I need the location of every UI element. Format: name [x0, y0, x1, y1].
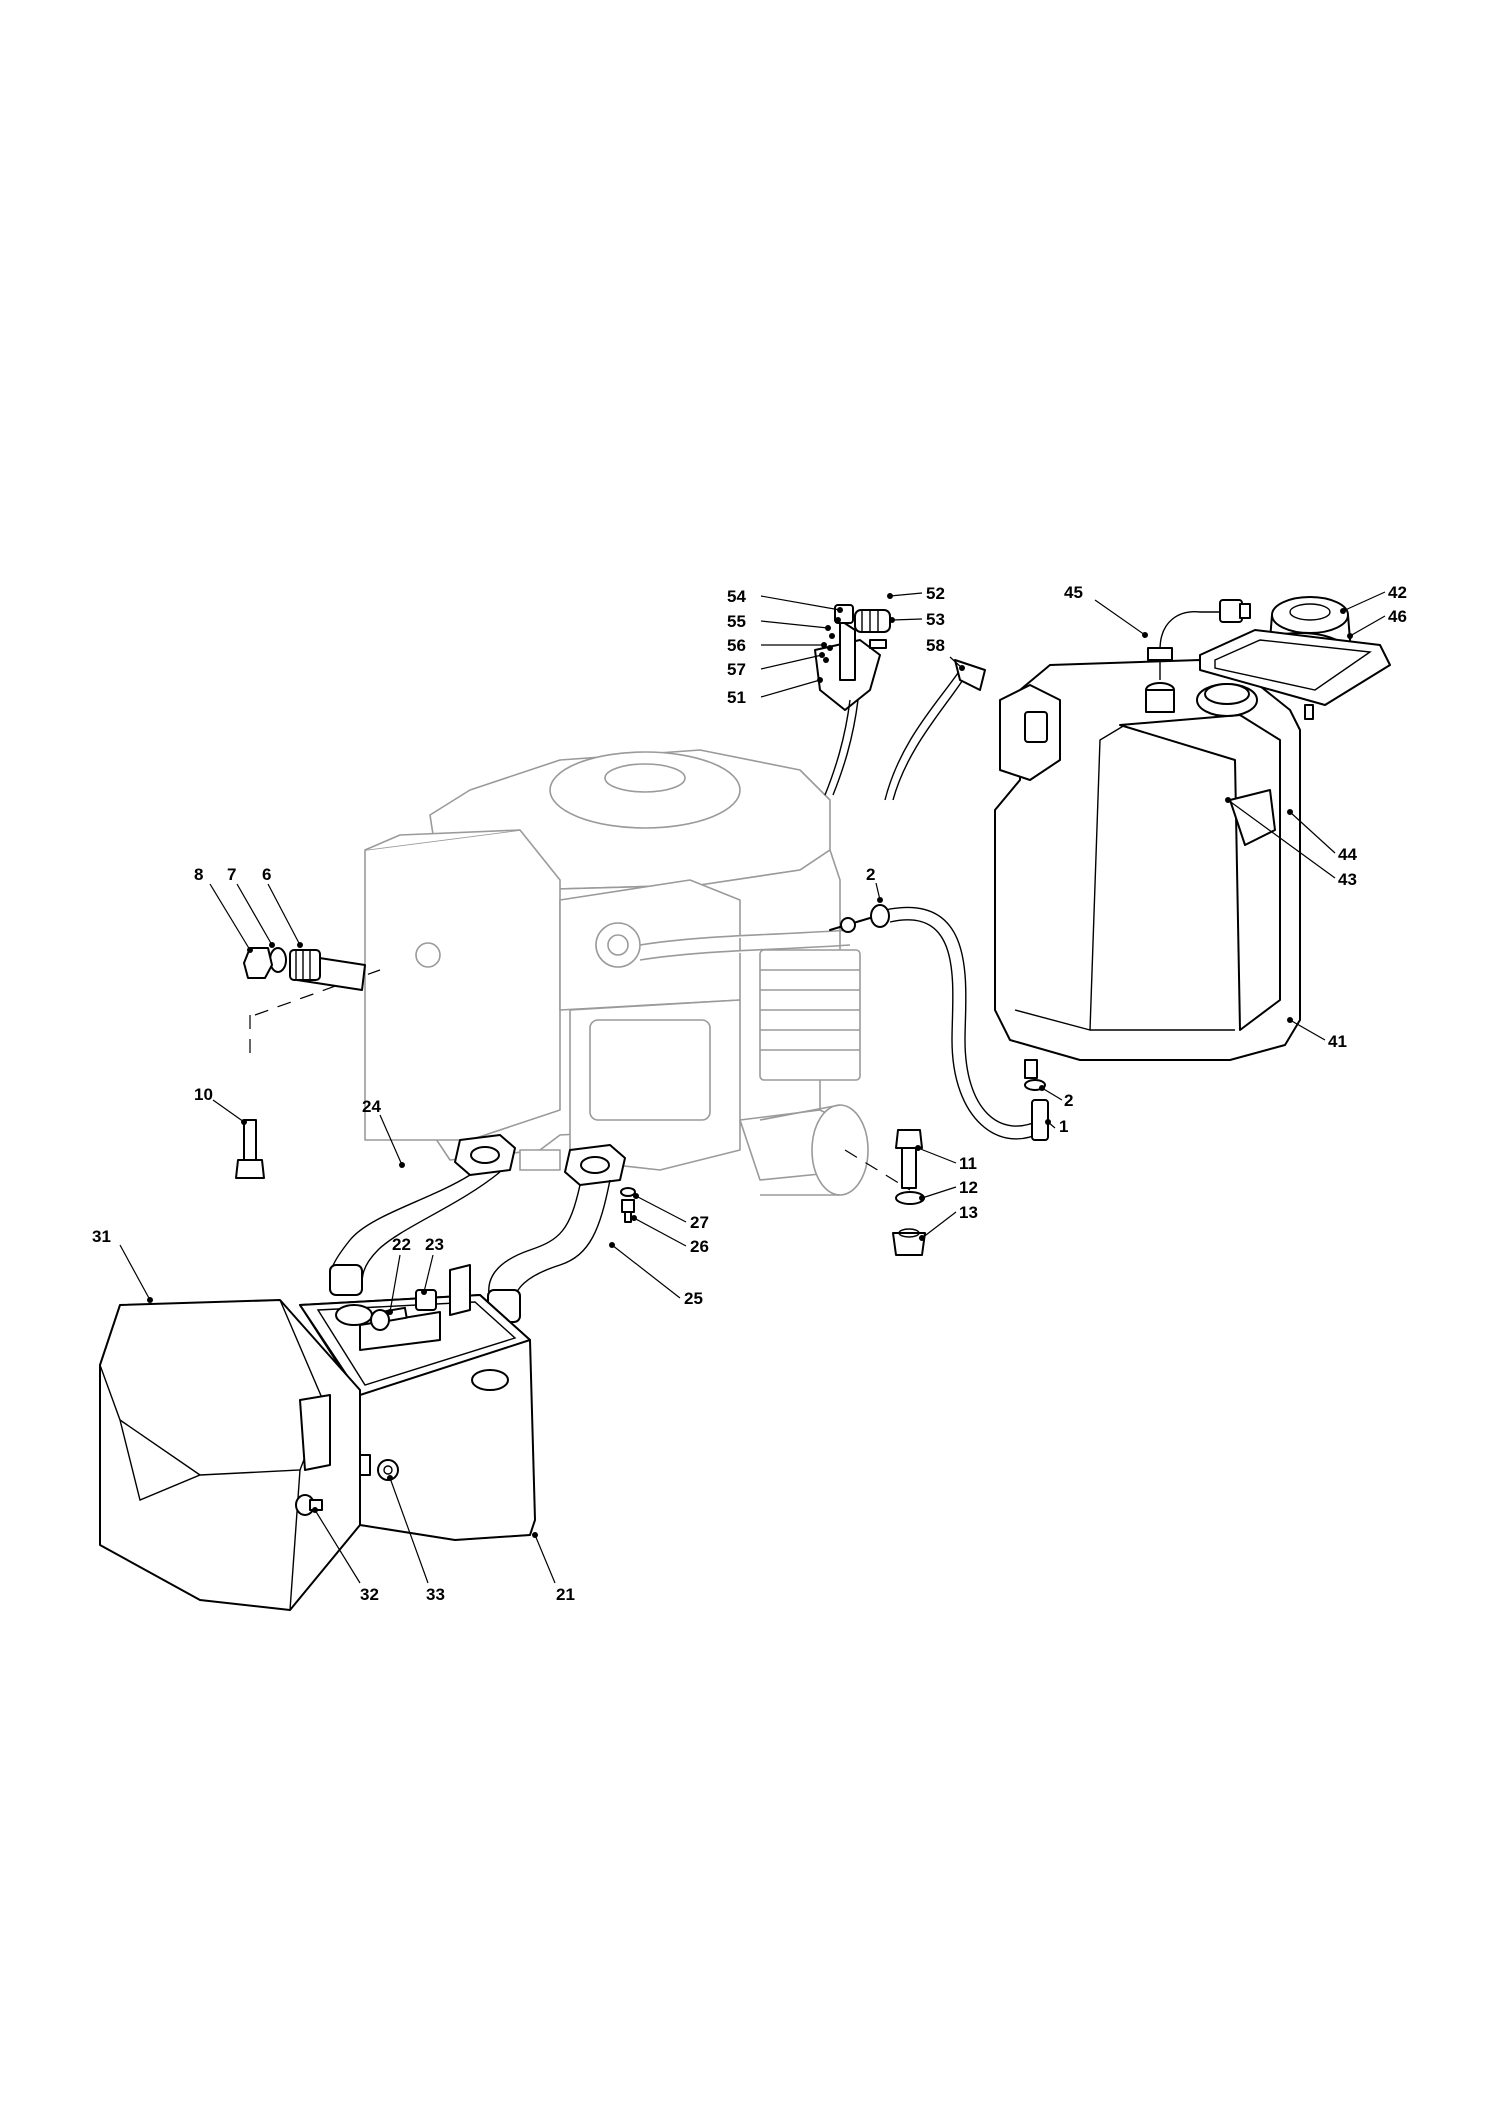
callout-53: 53: [926, 610, 945, 629]
fuel-tap-assembly: [814, 604, 986, 801]
exhaust-pipe-25: [487, 1144, 626, 1323]
bolt-22: [370, 1306, 408, 1331]
callout-numbers: 54 55 56 57 51 52 53 58 45 42 46 44 43 4…: [92, 583, 1407, 1604]
tie-rod-6-7-8: [243, 947, 366, 991]
fuel-sender-45: [1147, 599, 1251, 680]
callout-12: 12: [959, 1178, 978, 1197]
fuel-tank-41: [994, 659, 1301, 1091]
exhaust-pipe-24: [329, 1134, 516, 1296]
callout-22: 22: [392, 1235, 411, 1254]
callout-33: 33: [426, 1585, 445, 1604]
fuel-hose-1: [829, 904, 1049, 1141]
callout-57: 57: [727, 660, 746, 679]
screw-32: [295, 1494, 323, 1516]
leader-lines: [119, 591, 1386, 1584]
callout-2-top: 2: [866, 865, 875, 884]
callout-41: 41: [1328, 1032, 1347, 1051]
callout-6: 6: [262, 865, 271, 884]
callout-32: 32: [360, 1585, 379, 1604]
callout-56: 56: [727, 636, 746, 655]
callout-46: 46: [1388, 607, 1407, 626]
callout-43: 43: [1338, 870, 1357, 889]
callout-2-bottom: 2: [1064, 1091, 1073, 1110]
callout-24: 24: [362, 1097, 381, 1116]
callout-44: 44: [1338, 845, 1357, 864]
callout-1: 1: [1059, 1117, 1068, 1136]
callout-42: 42: [1388, 583, 1407, 602]
callout-25: 25: [684, 1289, 703, 1308]
callout-23: 23: [425, 1235, 444, 1254]
engine-ghost: [364, 749, 869, 1196]
callout-52: 52: [926, 584, 945, 603]
callout-54: 54: [727, 587, 746, 606]
callout-11: 11: [959, 1154, 977, 1173]
callout-7: 7: [227, 865, 236, 884]
screw-26-washer-27: [620, 1187, 636, 1223]
callout-8: 8: [194, 865, 203, 884]
callout-58: 58: [926, 636, 945, 655]
callout-51: 51: [727, 688, 746, 707]
bolt-11-washer-12-nut-13: [892, 1129, 926, 1256]
callout-26: 26: [690, 1237, 709, 1256]
callout-31: 31: [92, 1227, 111, 1246]
bolt-10: [235, 1119, 265, 1179]
callout-21: 21: [556, 1585, 575, 1604]
callout-13: 13: [959, 1203, 978, 1222]
callout-45: 45: [1064, 583, 1083, 602]
nut-33: [377, 1459, 399, 1481]
filler-tray-46: [1199, 629, 1391, 720]
callout-10: 10: [194, 1085, 213, 1104]
callout-55: 55: [727, 612, 746, 631]
callout-27: 27: [690, 1213, 709, 1232]
heat-shield-31: [99, 1299, 361, 1611]
